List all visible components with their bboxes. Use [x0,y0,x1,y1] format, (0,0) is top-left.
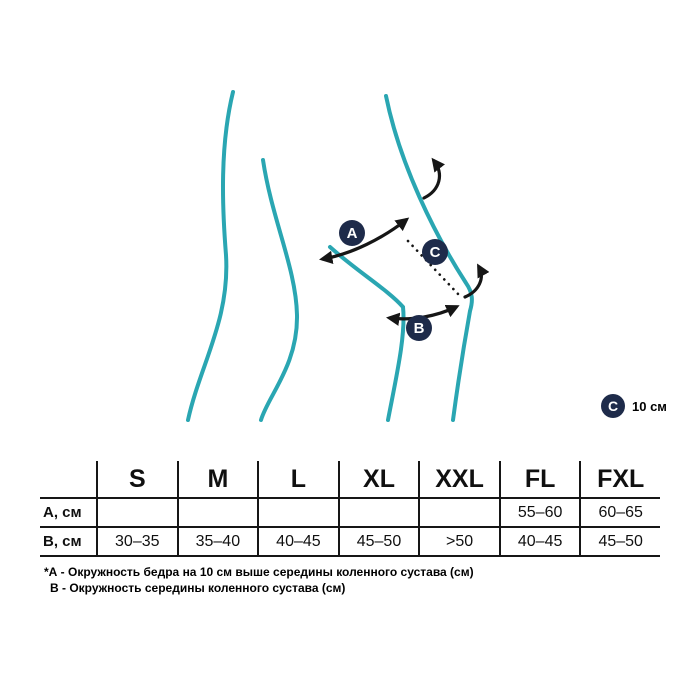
badge-a-circle [339,220,365,246]
row-a-value-xxl [418,499,499,528]
size-header-m: M [176,461,258,499]
size-header-fxl: FXL [579,461,660,499]
row-a-value-m [176,499,258,528]
size-header-xxl: XXL [418,461,499,499]
row-b-value-xxl: >50 [418,528,499,557]
footnote-b: В - Окружность середины коленного сустав… [50,581,346,595]
legend-badge-circle [601,394,625,418]
row-a-value-fxl: 60–65 [579,499,660,528]
leg-outline [186,90,474,422]
measure-badges [339,220,448,341]
row-a-value-xl [337,499,419,528]
row-a-value-s [96,499,177,528]
legend-label: 10 см [632,399,667,414]
size-header-l: L [257,461,338,499]
row-b-label: В, см [40,528,96,557]
row-a-label: А, см [40,499,96,528]
table-corner-cell [40,461,96,499]
badge-c-circle [422,239,448,265]
row-b-value-fl: 40–45 [498,528,580,557]
arrow-a [319,217,410,265]
arrow-a-back-hook [422,157,446,200]
leg-line-front [384,94,474,422]
row-b-value-fxl: 45–50 [579,528,660,557]
legend-c: C 10 см [601,394,667,418]
leg-line-middle [259,158,300,422]
size-header-xl: XL [337,461,419,499]
badge-c-label: C [430,244,441,261]
leg-line-inner-thigh [328,245,406,422]
legend-badge-letter: C [608,398,618,414]
distance-c-dotted-line [406,239,461,297]
sizing-diagram: A C B C 10 см [186,90,667,422]
row-b-value-m: 35–40 [176,528,258,557]
footnotes: *А - Окружность бедра на 10 см выше сере… [44,564,474,596]
footnote-a: *А - Окружность бедра на 10 см выше сере… [44,565,474,579]
row-a-value-fl: 55–60 [498,499,580,528]
row-b-value-l: 40–45 [257,528,338,557]
leg-line-outer [186,90,235,422]
badge-b-label: B [414,320,425,337]
badge-a-label: A [347,225,358,242]
badge-b-circle [406,315,432,341]
arrow-b-back-hook [463,263,490,299]
size-header-s: S [96,461,177,499]
row-b-value-xl: 45–50 [337,528,419,557]
size-header-fl: FL [498,461,580,499]
row-a-value-l [257,499,338,528]
row-b-value-s: 30–35 [96,528,177,557]
size-chart-table: S M L XL XXL FL FXL А, см 55–60 60–65 В,… [40,461,660,557]
